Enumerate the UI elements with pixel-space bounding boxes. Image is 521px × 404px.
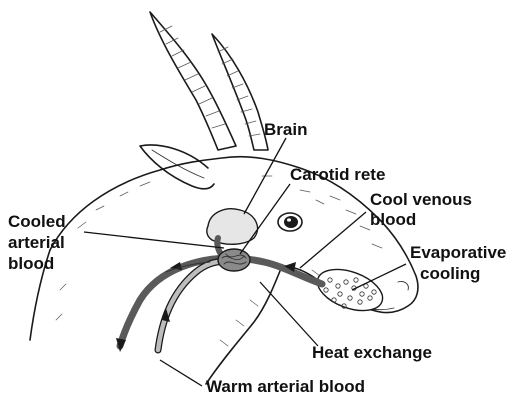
ear-inner-line (152, 150, 204, 178)
label-cooled-arterial-3: blood (8, 254, 54, 273)
label-warm-arterial: Warm arterial blood (206, 377, 365, 396)
label-evaporative-1: Evaporative (410, 243, 506, 262)
flow-arrows (116, 262, 296, 352)
leader-cool-venous (300, 212, 366, 268)
nostril (398, 281, 408, 290)
leader-warm-arterial (160, 360, 202, 386)
ear (140, 145, 214, 189)
label-heat-exchange: Heat exchange (312, 343, 432, 362)
label-cooled-arterial-1: Cooled (8, 212, 66, 231)
label-carotid-rete: Carotid rete (290, 165, 385, 184)
cool-venous-vessel (120, 258, 322, 346)
right-horn (212, 34, 268, 150)
left-horn (150, 12, 236, 150)
label-cooled-arterial-2: arterial (8, 233, 65, 252)
leader-cooled-arterial (84, 232, 224, 248)
jaw-outline (206, 266, 282, 384)
label-cool-venous-1: Cool venous (370, 190, 472, 209)
horns (150, 12, 268, 150)
brain (207, 209, 258, 244)
label-cool-venous-2: blood (370, 210, 416, 229)
eye (278, 213, 302, 231)
label-evaporative-2: cooling (420, 264, 480, 283)
carotid-rete (218, 249, 250, 271)
leader-heat-exchange (260, 282, 318, 346)
label-brain: Brain (264, 120, 307, 139)
